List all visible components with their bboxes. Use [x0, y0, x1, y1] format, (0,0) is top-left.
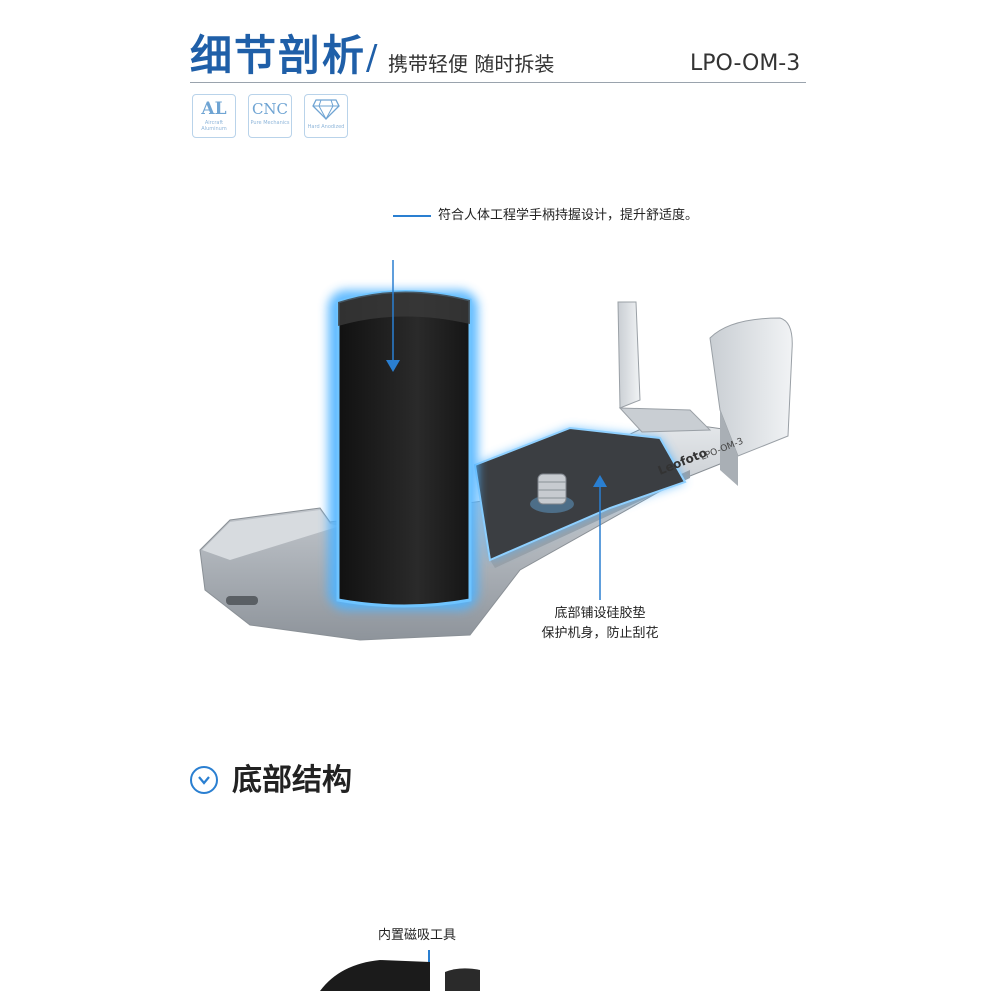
- grip-annotation: 符合人体工程学手柄持握设计，提升舒适度。: [438, 208, 699, 223]
- magnetic-tool-annotation: 内置磁吸工具: [378, 928, 457, 943]
- leather-grip: [336, 290, 472, 608]
- anodized-badge: Hard Anodized: [304, 94, 348, 138]
- badge-sub-label: Aircraft Aluminum: [201, 120, 227, 132]
- header-divider: [190, 82, 806, 83]
- title-slash: /: [366, 38, 378, 78]
- mounting-tabs: [617, 301, 793, 486]
- grip-leader-arrow: [386, 260, 400, 372]
- badge-main-label: AL: [201, 99, 227, 119]
- chevron-down-icon: [190, 766, 218, 794]
- badge-sub-label: Hard Anodized: [307, 124, 345, 130]
- pad-annotation-line2: 保护机身，防止刮花: [541, 626, 659, 641]
- grip-leader-line: [393, 215, 431, 217]
- pad-annotation-line1: 底部铺设硅胶垫: [554, 606, 646, 621]
- strap-slot: [226, 596, 258, 605]
- pad-leader-arrow: [593, 475, 607, 600]
- badge-main-label: CNC: [251, 100, 289, 118]
- diamond-icon: [312, 99, 340, 121]
- badge-sub-label: Pure Mechanics: [250, 120, 290, 126]
- bottom-product-preview: [320, 960, 480, 991]
- section-title: 底部结构: [232, 763, 352, 798]
- silicone-pad: [473, 426, 687, 562]
- page-title: 细节剖析: [190, 31, 367, 80]
- cnc-badge: CNC Pure Mechanics: [248, 94, 292, 138]
- aluminum-badge: AL Aircraft Aluminum: [192, 94, 236, 138]
- page-subtitle: 携带轻便 随时拆装: [388, 52, 555, 76]
- model-number: LPO-OM-3: [690, 51, 801, 76]
- product-illustration: Leofoto LPO-OM-3: [199, 260, 793, 641]
